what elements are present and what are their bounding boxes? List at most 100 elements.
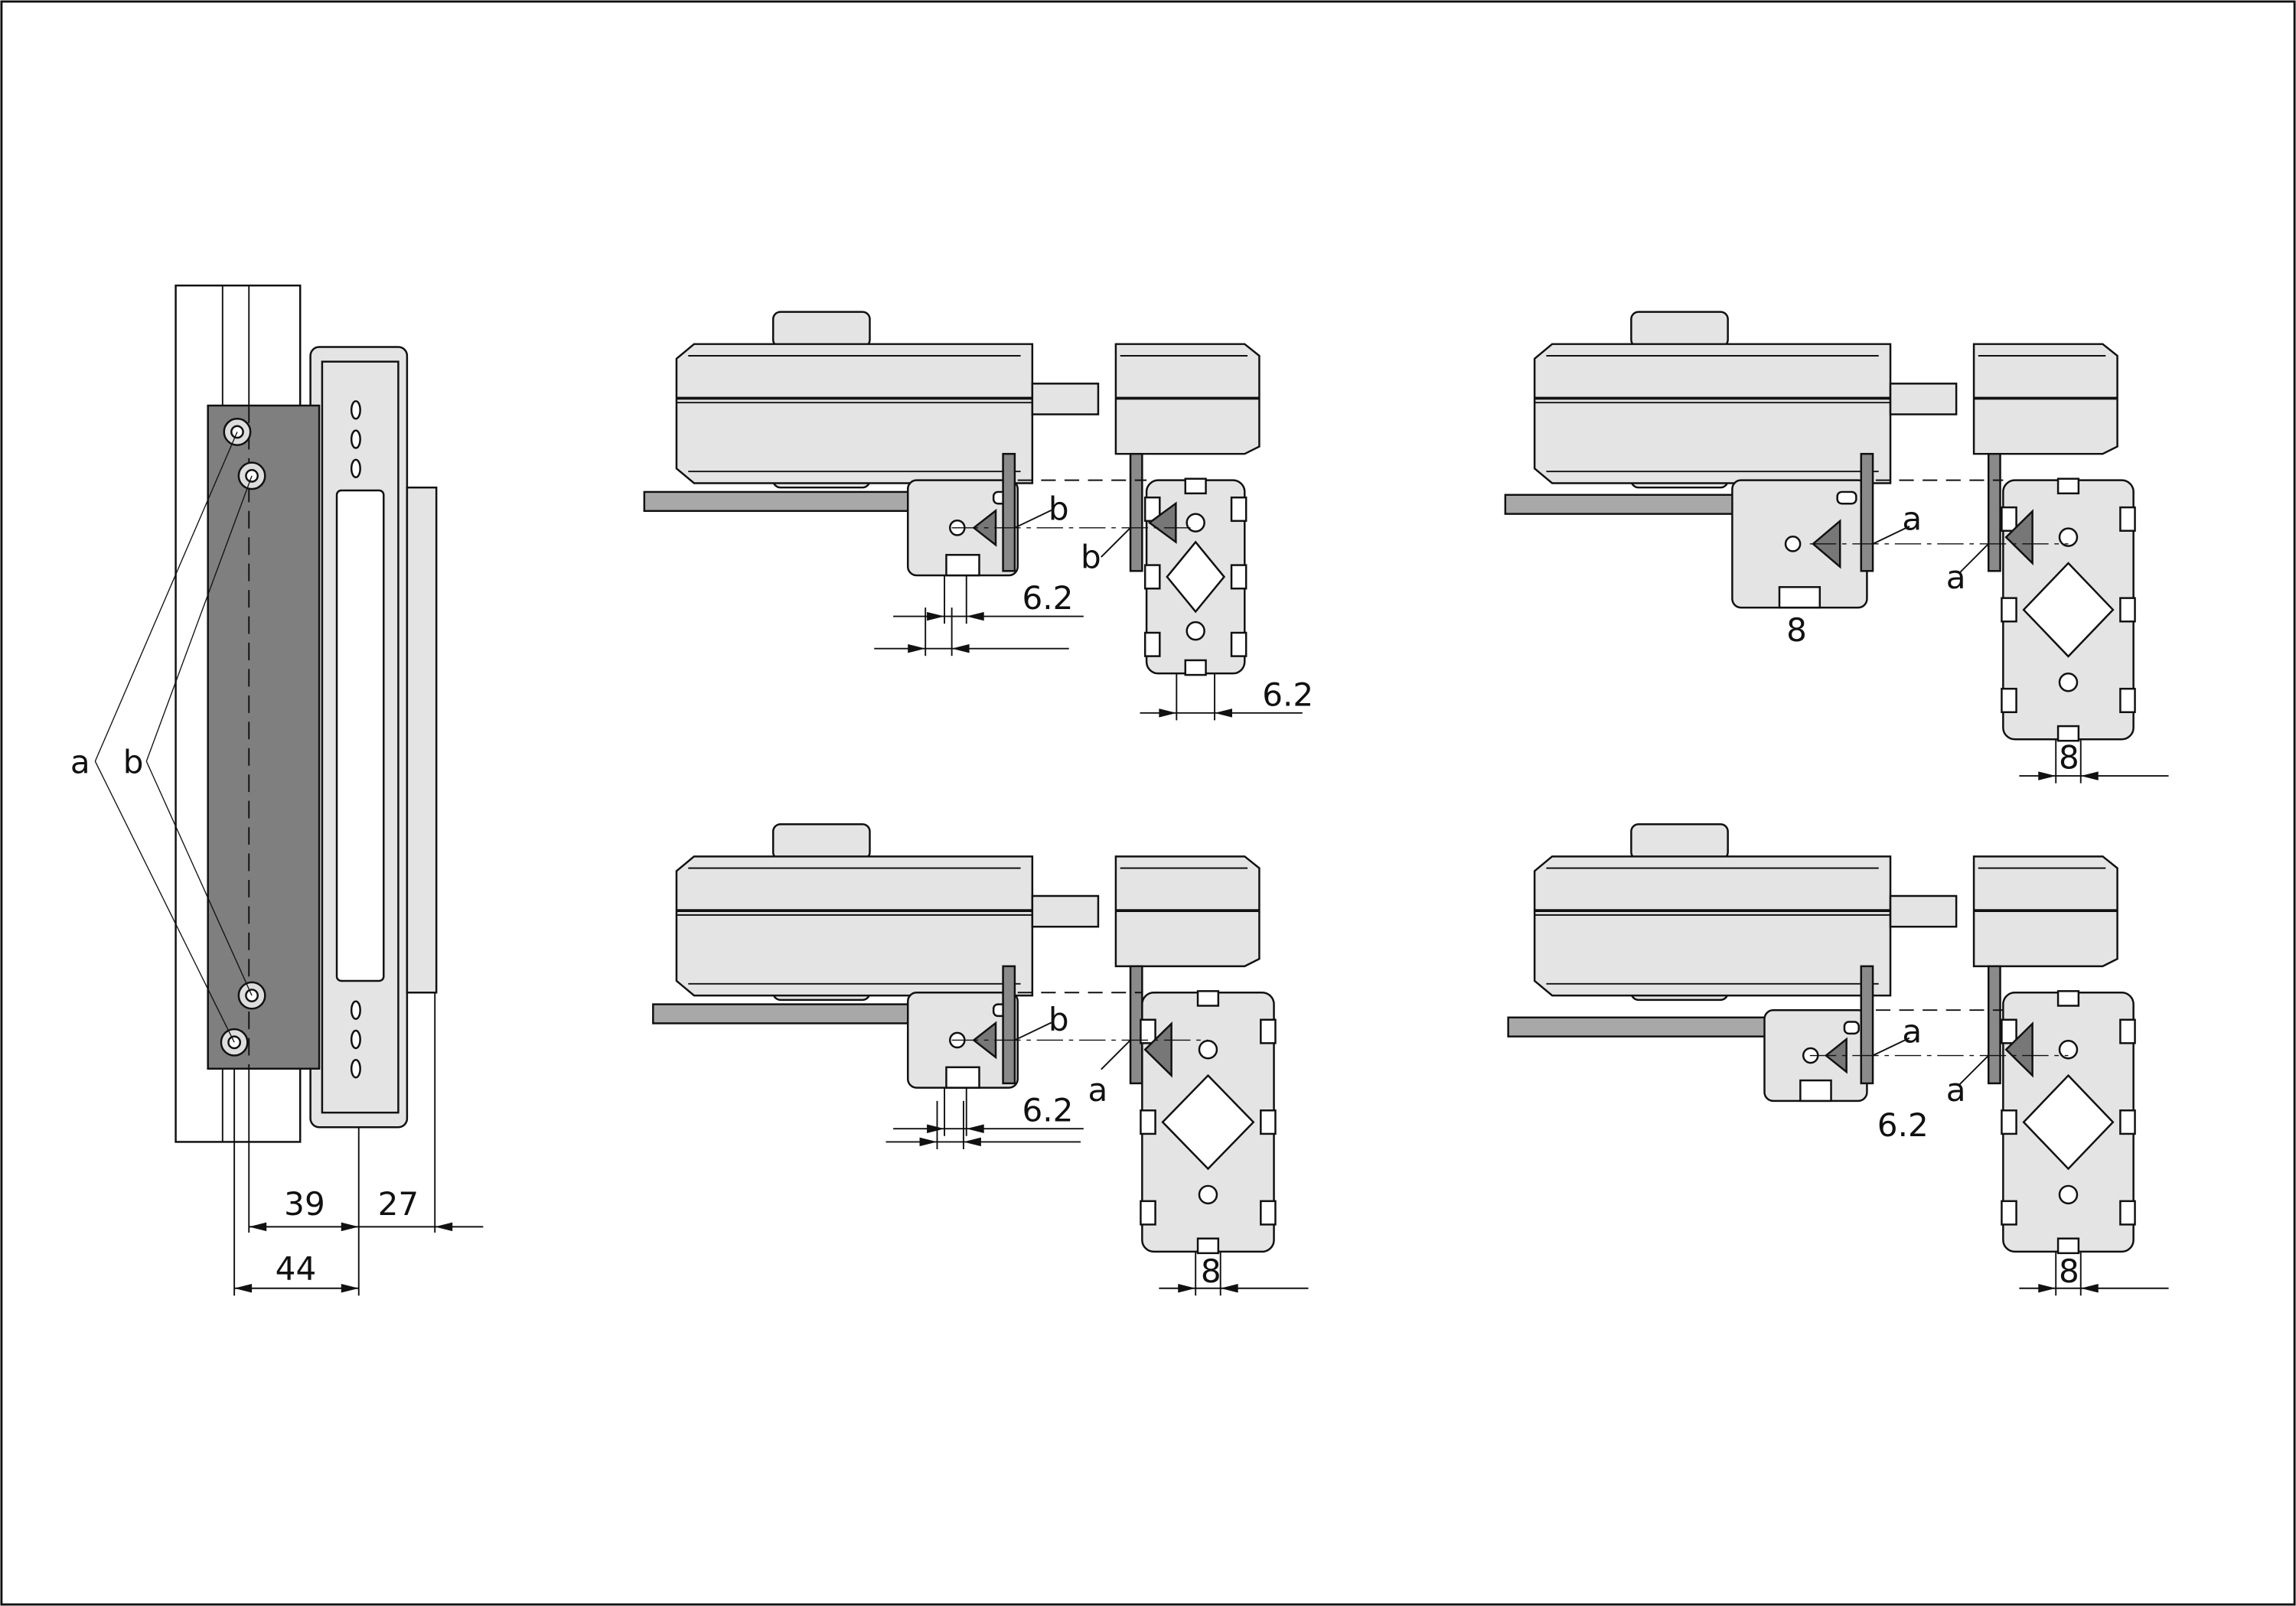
- leader-line: [145, 475, 253, 762]
- t-slot: [2119, 1109, 2136, 1135]
- dimension-arrow: [341, 1284, 359, 1293]
- label-b: b: [1081, 538, 1101, 575]
- view-top-left: [643, 311, 1303, 721]
- t-slot: [1140, 1200, 1156, 1226]
- profile-core: [2022, 562, 2115, 658]
- t-slot: [1140, 1018, 1156, 1044]
- t-slot: [1230, 496, 1247, 523]
- t-slot: [1196, 1237, 1220, 1255]
- hinge-slot: [335, 489, 385, 982]
- t-slot: [945, 553, 980, 577]
- label-b: b: [1049, 490, 1069, 527]
- hinge-pin: [1889, 383, 1958, 415]
- t-slot: [1230, 631, 1247, 657]
- t-slot: [1196, 990, 1220, 1007]
- mounting-strip: [1129, 452, 1143, 572]
- t-slot: [945, 1066, 980, 1089]
- dim-large-profile: 8: [1201, 1253, 1221, 1290]
- t-slot: [2001, 506, 2017, 532]
- profile-bore: [1186, 621, 1205, 641]
- t-slot: [2001, 1018, 2017, 1044]
- t-slot: [1778, 586, 1821, 609]
- t-slot: [2119, 506, 2136, 532]
- profile-core: [1166, 540, 1226, 614]
- dimension-arrow: [966, 611, 984, 621]
- mounting-strip: [1860, 965, 1874, 1085]
- t-slot: [1184, 659, 1207, 676]
- t-nut: [2004, 509, 2033, 565]
- leader-line: [1014, 509, 1052, 529]
- dimension-arrow: [919, 1137, 938, 1147]
- hinge-leaf-side: [406, 486, 438, 994]
- dimension-arrow: [908, 643, 926, 653]
- profile-core: [2022, 1073, 2115, 1171]
- leader-line: [1101, 527, 1131, 558]
- dimension-arrow: [2080, 1284, 2099, 1293]
- profile-core: [1161, 1073, 1255, 1171]
- profile-bore: [1198, 1184, 1218, 1205]
- mounting-strip: [1860, 452, 1874, 572]
- dimension-arrow: [966, 1124, 984, 1133]
- leader-line: [1101, 1039, 1131, 1070]
- hinge-pin: [1031, 894, 1100, 928]
- side-view: [94, 284, 484, 1296]
- mounting-strip: [1002, 452, 1016, 572]
- hinge-tab-top: [1630, 823, 1729, 861]
- dimension-arrow: [234, 1284, 253, 1293]
- t-nut: [2004, 1021, 2033, 1078]
- profile-bore: [2058, 527, 2079, 547]
- hinge-body: [1533, 343, 1892, 484]
- dim-27: 27: [378, 1185, 419, 1223]
- dim-44: 44: [276, 1249, 317, 1287]
- panel-bar: [643, 490, 953, 513]
- dim-large-profile: 8: [2059, 739, 2079, 777]
- profile-bore: [1186, 513, 1205, 533]
- t-slot: [2001, 597, 2017, 623]
- mounting-plate: [207, 404, 321, 1070]
- profile-slot: [1836, 490, 1857, 505]
- leader-line: [1958, 1054, 1989, 1086]
- dimension-arrow: [1215, 709, 1233, 718]
- dimension-arrow: [2038, 771, 2056, 780]
- leader-line: [1958, 543, 1989, 574]
- t-slot: [2056, 1237, 2080, 1255]
- t-slot: [1230, 564, 1247, 590]
- t-slot: [1184, 477, 1207, 495]
- t-slot: [2056, 990, 2080, 1007]
- view-bottom-right: [885, 823, 2169, 1296]
- label-a: a: [1946, 1071, 1966, 1109]
- leader-line: [1872, 1037, 1910, 1057]
- dimension-arrow: [435, 1222, 453, 1232]
- leader-line: [145, 761, 253, 996]
- profile-bore: [2058, 1040, 2079, 1060]
- dimension-arrow: [341, 1222, 359, 1232]
- t-slot: [1260, 1109, 1277, 1135]
- dimension-arrow: [249, 1222, 267, 1232]
- hinge-body: [675, 343, 1034, 484]
- dim-small-profile: 8: [1786, 611, 1807, 649]
- profile-bore: [1784, 536, 1802, 552]
- t-slot: [2001, 687, 2017, 714]
- dimension-arrow: [1220, 1284, 1238, 1293]
- hinge-screw-slot: [350, 1029, 361, 1050]
- t-slot: [2119, 1018, 2136, 1044]
- t-slot: [1260, 1200, 1277, 1226]
- dimension-arrow: [963, 1137, 981, 1147]
- t-slot: [1799, 1079, 1832, 1103]
- dimension-arrow: [2080, 771, 2099, 780]
- hinge-screw-slot: [350, 429, 361, 449]
- t-slot: [1143, 564, 1161, 590]
- profile-bore: [1198, 1040, 1218, 1060]
- mounting-strip: [1987, 965, 2001, 1085]
- view-bottom-left: [652, 823, 1309, 1296]
- label-a: a: [1902, 500, 1922, 538]
- t-slot: [2056, 725, 2080, 742]
- hinge-tab-top: [771, 823, 871, 861]
- profile-bore: [2058, 1184, 2079, 1205]
- dimension-arrow: [927, 611, 945, 621]
- label-b: b: [1049, 1001, 1069, 1038]
- dimension-arrow: [927, 1124, 945, 1133]
- dimension-arrow: [2038, 1284, 2056, 1293]
